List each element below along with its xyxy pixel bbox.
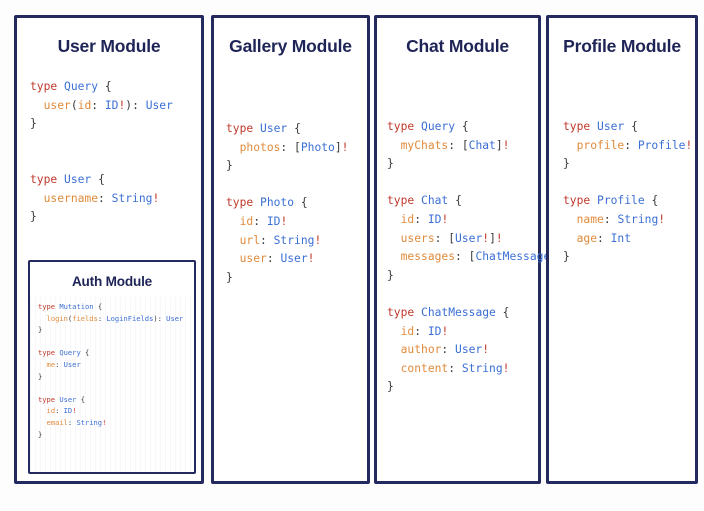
module-card-user[interactable]: User Module type Query { user(id: ID!): …	[14, 15, 204, 484]
schema-code-profile: type User { profile: Profile! } type Pro…	[563, 120, 693, 264]
schema-code-auth-surface: type Mutation { login(fields: LoginField…	[30, 297, 194, 472]
schema-code-gallery: type User { photos: [Photo]! } type Phot…	[226, 122, 349, 284]
module-title-chat: Chat Module	[406, 36, 509, 56]
module-card-auth[interactable]: Auth Module type Mutation { login(fields…	[28, 260, 196, 474]
module-card-profile[interactable]: Profile Module type User { profile: Prof…	[546, 15, 698, 484]
schema-code-auth: type Mutation { login(fields: LoginField…	[38, 302, 184, 439]
module-title-auth: Auth Module	[71, 274, 153, 289]
module-card-gallery[interactable]: Gallery Module type User { photos: [Phot…	[211, 15, 370, 484]
schema-code-chat: type Query { myChats: [Chat]! } type Cha…	[387, 120, 564, 394]
module-title-user: User Module	[57, 36, 161, 56]
module-title-profile: Profile Module	[563, 36, 681, 56]
module-title-gallery: Gallery Module	[229, 36, 352, 56]
schema-code-user: type Query { user(id: ID!): User } type …	[30, 80, 173, 224]
module-card-chat[interactable]: Chat Module type Query { myChats: [Chat]…	[374, 15, 564, 484]
